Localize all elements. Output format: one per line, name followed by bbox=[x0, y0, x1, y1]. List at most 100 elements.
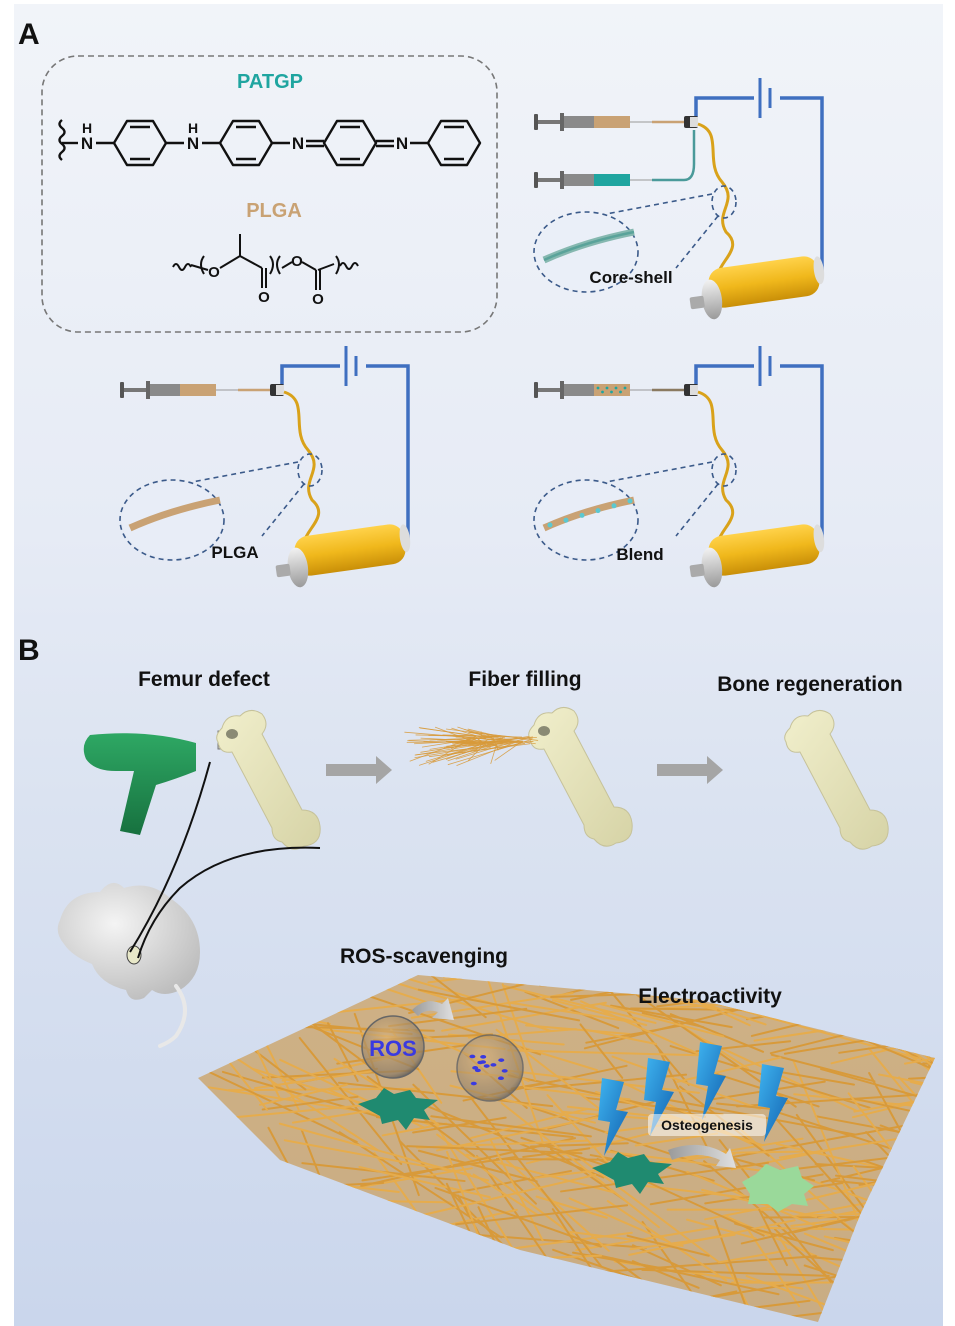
mat-fiber bbox=[361, 1155, 518, 1182]
mat-fiber bbox=[336, 1248, 416, 1259]
mat-fiber bbox=[725, 943, 864, 965]
step-label-fiber-filling: Fiber filling bbox=[468, 668, 581, 691]
defect-hole bbox=[538, 726, 550, 736]
mat-fiber bbox=[770, 1053, 876, 1083]
ros-bubble-scavenged bbox=[456, 1034, 524, 1102]
bone-shape bbox=[528, 707, 633, 847]
mat-fiber bbox=[626, 1234, 710, 1257]
spray-fiber bbox=[490, 743, 498, 765]
mat-fiber bbox=[306, 1244, 392, 1277]
high-voltage-circuit bbox=[694, 78, 824, 272]
mat-fiber bbox=[857, 1222, 935, 1322]
mat-fiber bbox=[371, 1296, 535, 1313]
mat-fiber bbox=[927, 1080, 935, 1200]
mat-fiber bbox=[557, 1290, 617, 1319]
chemical-structure-box: PATGP H N H bbox=[41, 55, 498, 333]
spray-fiber bbox=[414, 735, 530, 756]
mat-fiber bbox=[301, 1260, 488, 1303]
mat-fiber bbox=[427, 975, 573, 984]
spray-fiber bbox=[429, 741, 480, 750]
mat-fiber bbox=[790, 975, 935, 987]
mat-fiber bbox=[311, 1301, 484, 1322]
mat-fiber bbox=[719, 1249, 791, 1264]
svg-text:O: O bbox=[291, 253, 303, 270]
femur-bone-filling-icon bbox=[528, 707, 633, 847]
mat-fiber bbox=[211, 1228, 265, 1278]
mat-fiber bbox=[939, 1115, 955, 1257]
stem-cell-icon-1 bbox=[358, 1088, 438, 1130]
mat-fiber bbox=[226, 1207, 358, 1226]
mat-fiber bbox=[366, 1243, 434, 1255]
mat-fiber bbox=[909, 1289, 935, 1322]
spray-fiber bbox=[475, 737, 483, 743]
mat-fiber bbox=[386, 1287, 463, 1322]
step-label-bone-regeneration: Bone regeneration bbox=[717, 673, 903, 696]
ros-fragment bbox=[483, 1064, 490, 1068]
osteogenesis-badge: Osteogenesis bbox=[648, 1114, 766, 1136]
mat-fiber bbox=[425, 1300, 467, 1322]
spray-fiber bbox=[493, 741, 526, 752]
mat-fiber bbox=[500, 1278, 609, 1298]
mat-fiber bbox=[495, 1028, 601, 1111]
magnification-callout bbox=[533, 453, 737, 561]
spray-fiber bbox=[432, 738, 513, 763]
syringe-blend bbox=[534, 381, 652, 399]
ros-scavenging-label: ROS-scavenging bbox=[340, 945, 508, 968]
mat-fiber bbox=[198, 1239, 287, 1281]
defect-hole bbox=[226, 729, 238, 739]
mat-fiber bbox=[306, 1283, 418, 1322]
mat-fiber bbox=[570, 975, 734, 985]
mat-fiber bbox=[436, 1133, 590, 1249]
syringe-core-patgp bbox=[534, 171, 652, 189]
electrospinning-setup-blend bbox=[533, 346, 825, 588]
electrospinning-setup-plga bbox=[119, 346, 411, 588]
mat-fiber bbox=[272, 1295, 474, 1305]
mat-fiber bbox=[590, 1294, 665, 1310]
mat-fiber bbox=[252, 1292, 458, 1322]
ros-fragment bbox=[477, 1060, 484, 1065]
ros-fragment bbox=[474, 1068, 481, 1073]
magnification-callout bbox=[119, 453, 323, 561]
mat-fiber bbox=[912, 983, 935, 1008]
fiber-jet bbox=[697, 122, 735, 289]
mat-fiber bbox=[502, 984, 657, 1024]
spinneret-nozzle bbox=[270, 384, 284, 396]
ros-bubble-intact: ROS bbox=[361, 1015, 425, 1079]
process-arrow-1 bbox=[326, 756, 392, 784]
mat-fiber bbox=[406, 1145, 583, 1155]
mat-fiber bbox=[551, 999, 648, 1027]
mat-fiber bbox=[217, 1167, 272, 1210]
electrospinning-setup-core-shell bbox=[533, 78, 825, 320]
mat-fiber bbox=[535, 1195, 608, 1219]
mat-fiber bbox=[569, 1230, 684, 1247]
mat-fiber bbox=[825, 975, 935, 992]
mat-fiber bbox=[286, 1225, 386, 1302]
mat-fiber bbox=[455, 1204, 629, 1226]
mouse-icon bbox=[57, 882, 200, 1048]
mat-fiber bbox=[934, 923, 955, 962]
mat-fiber bbox=[900, 1313, 935, 1322]
fiber-jet bbox=[697, 390, 735, 557]
mat-fiber bbox=[924, 1051, 935, 1237]
mat-fiber bbox=[233, 975, 307, 987]
mat-fiber bbox=[878, 1073, 935, 1090]
mat-fiber bbox=[261, 1095, 359, 1111]
bone-shape bbox=[784, 710, 889, 850]
mat-fiber bbox=[686, 1218, 757, 1240]
mat-fiber bbox=[209, 1137, 243, 1205]
mat-fiber bbox=[416, 1139, 589, 1149]
svg-text:N: N bbox=[292, 134, 304, 153]
mat-fiber bbox=[360, 1137, 577, 1188]
ros-fragment bbox=[498, 1058, 505, 1062]
ros-fragment bbox=[469, 1054, 476, 1059]
mat-fiber bbox=[939, 1083, 955, 1165]
mat-fiber bbox=[718, 1139, 832, 1283]
lightning-bolt-icon bbox=[696, 1042, 726, 1120]
osteoblast-cell-icon bbox=[742, 1164, 814, 1212]
mat-fiber bbox=[525, 1024, 631, 1035]
mat-fiber bbox=[676, 1056, 782, 1083]
mat-fiber bbox=[201, 1068, 358, 1143]
mat-fiber bbox=[338, 1131, 503, 1239]
mat-fiber bbox=[879, 1237, 935, 1322]
fiber-spray-icon bbox=[404, 726, 539, 766]
